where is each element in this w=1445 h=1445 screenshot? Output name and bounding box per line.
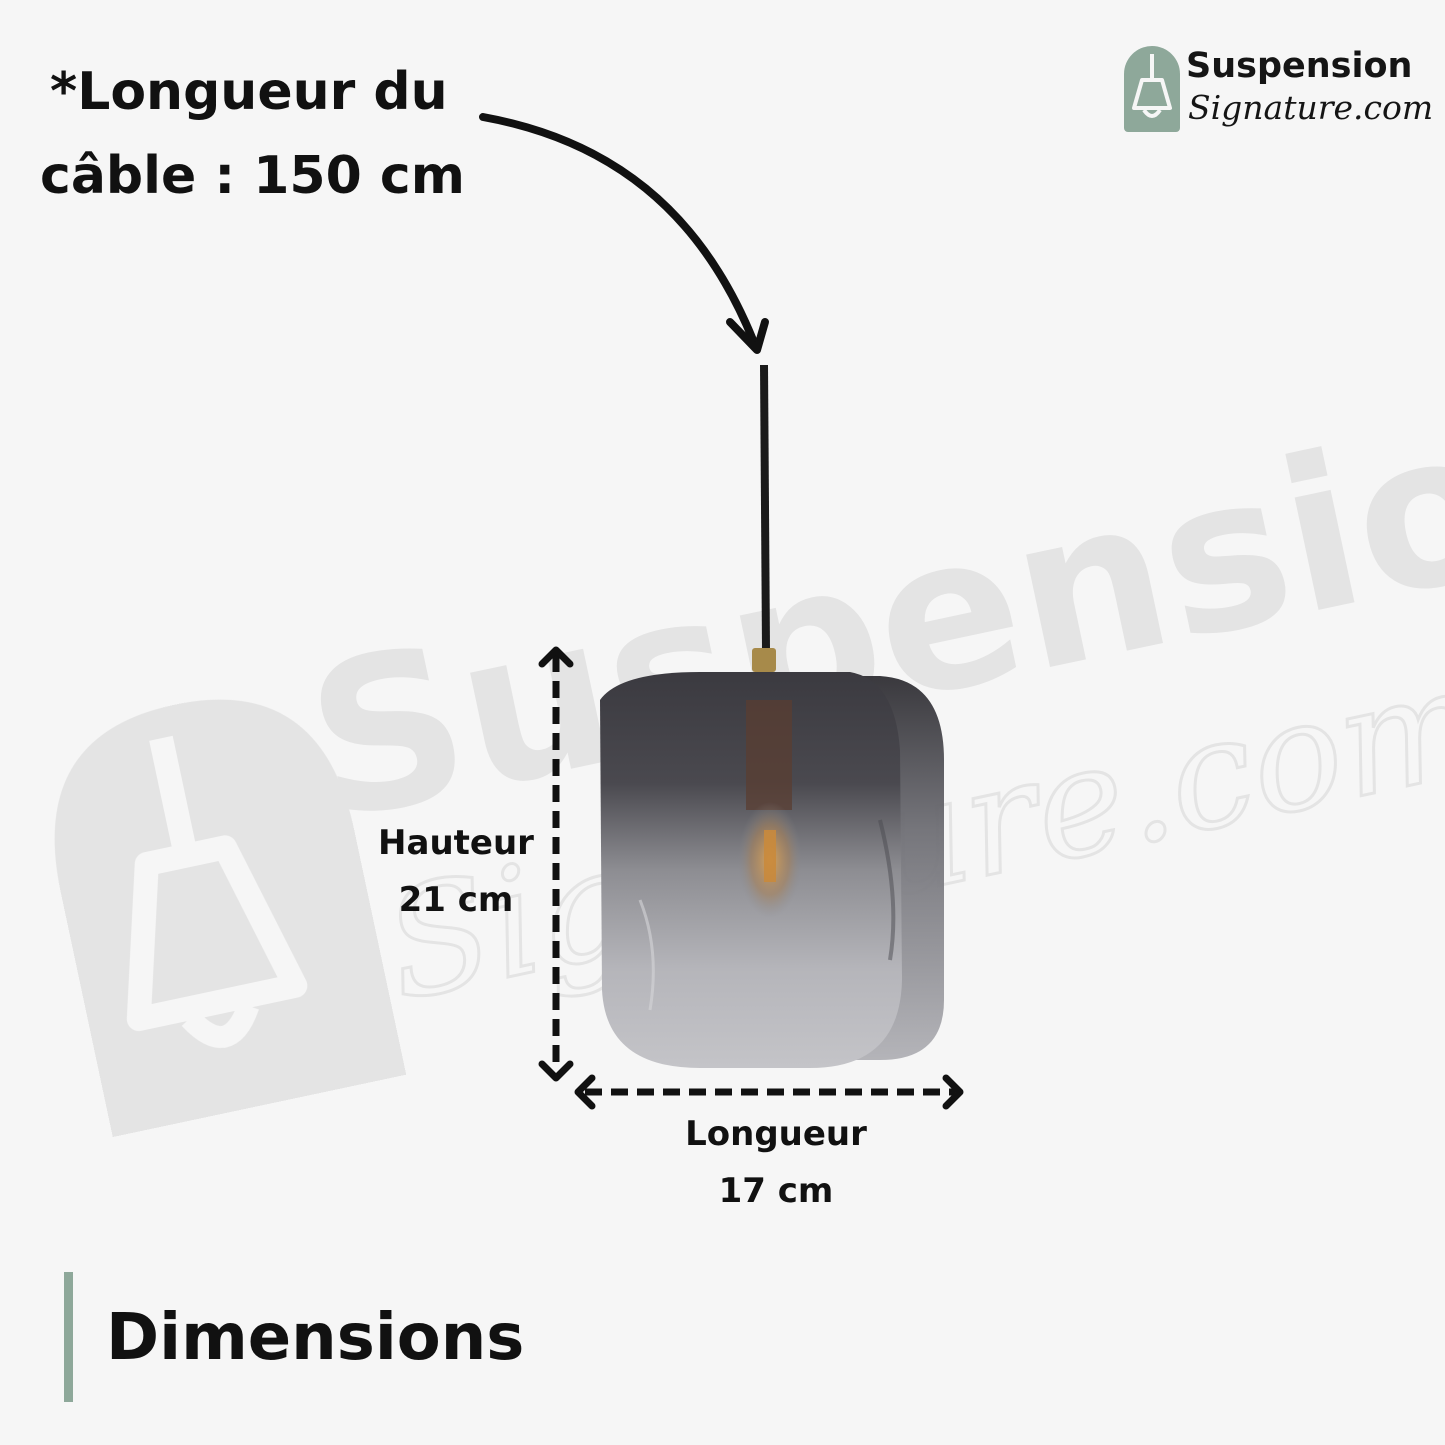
lamp-filament bbox=[764, 830, 776, 882]
length-label: Longueur 17 cm bbox=[676, 1106, 876, 1220]
length-value: 17 cm bbox=[718, 1171, 834, 1211]
height-label-text: Hauteur bbox=[378, 823, 534, 863]
height-dimension-arrow bbox=[538, 646, 574, 1082]
lamp-cable bbox=[760, 364, 770, 651]
curved-arrow-icon bbox=[479, 113, 769, 354]
lamp-canopy-brass bbox=[752, 648, 776, 672]
watermark-lamp-icon bbox=[54, 699, 407, 1138]
cable-note-line1: *Longueur du bbox=[50, 62, 448, 122]
cable-length-note: *Longueur du câble : 150 cm bbox=[40, 50, 500, 218]
pendant-lamp-icon bbox=[1132, 54, 1172, 118]
brand-subtitle: Signature.com bbox=[1188, 88, 1434, 127]
logo-badge bbox=[1124, 46, 1180, 132]
pendant-lamp bbox=[600, 364, 944, 1068]
height-value: 21 cm bbox=[398, 880, 514, 920]
brand-name: Suspension bbox=[1186, 46, 1413, 86]
section-accent-bar bbox=[64, 1272, 73, 1402]
length-dimension-arrow bbox=[574, 1074, 964, 1110]
height-label: Hauteur 21 cm bbox=[366, 815, 546, 929]
cable-note-line2: câble : 150 cm bbox=[40, 146, 465, 206]
section-title: Dimensions bbox=[106, 1301, 525, 1375]
brand-logo: Suspension Signature.com bbox=[1120, 44, 1433, 136]
lamp-socket bbox=[746, 700, 792, 810]
length-label-text: Longueur bbox=[685, 1114, 867, 1154]
